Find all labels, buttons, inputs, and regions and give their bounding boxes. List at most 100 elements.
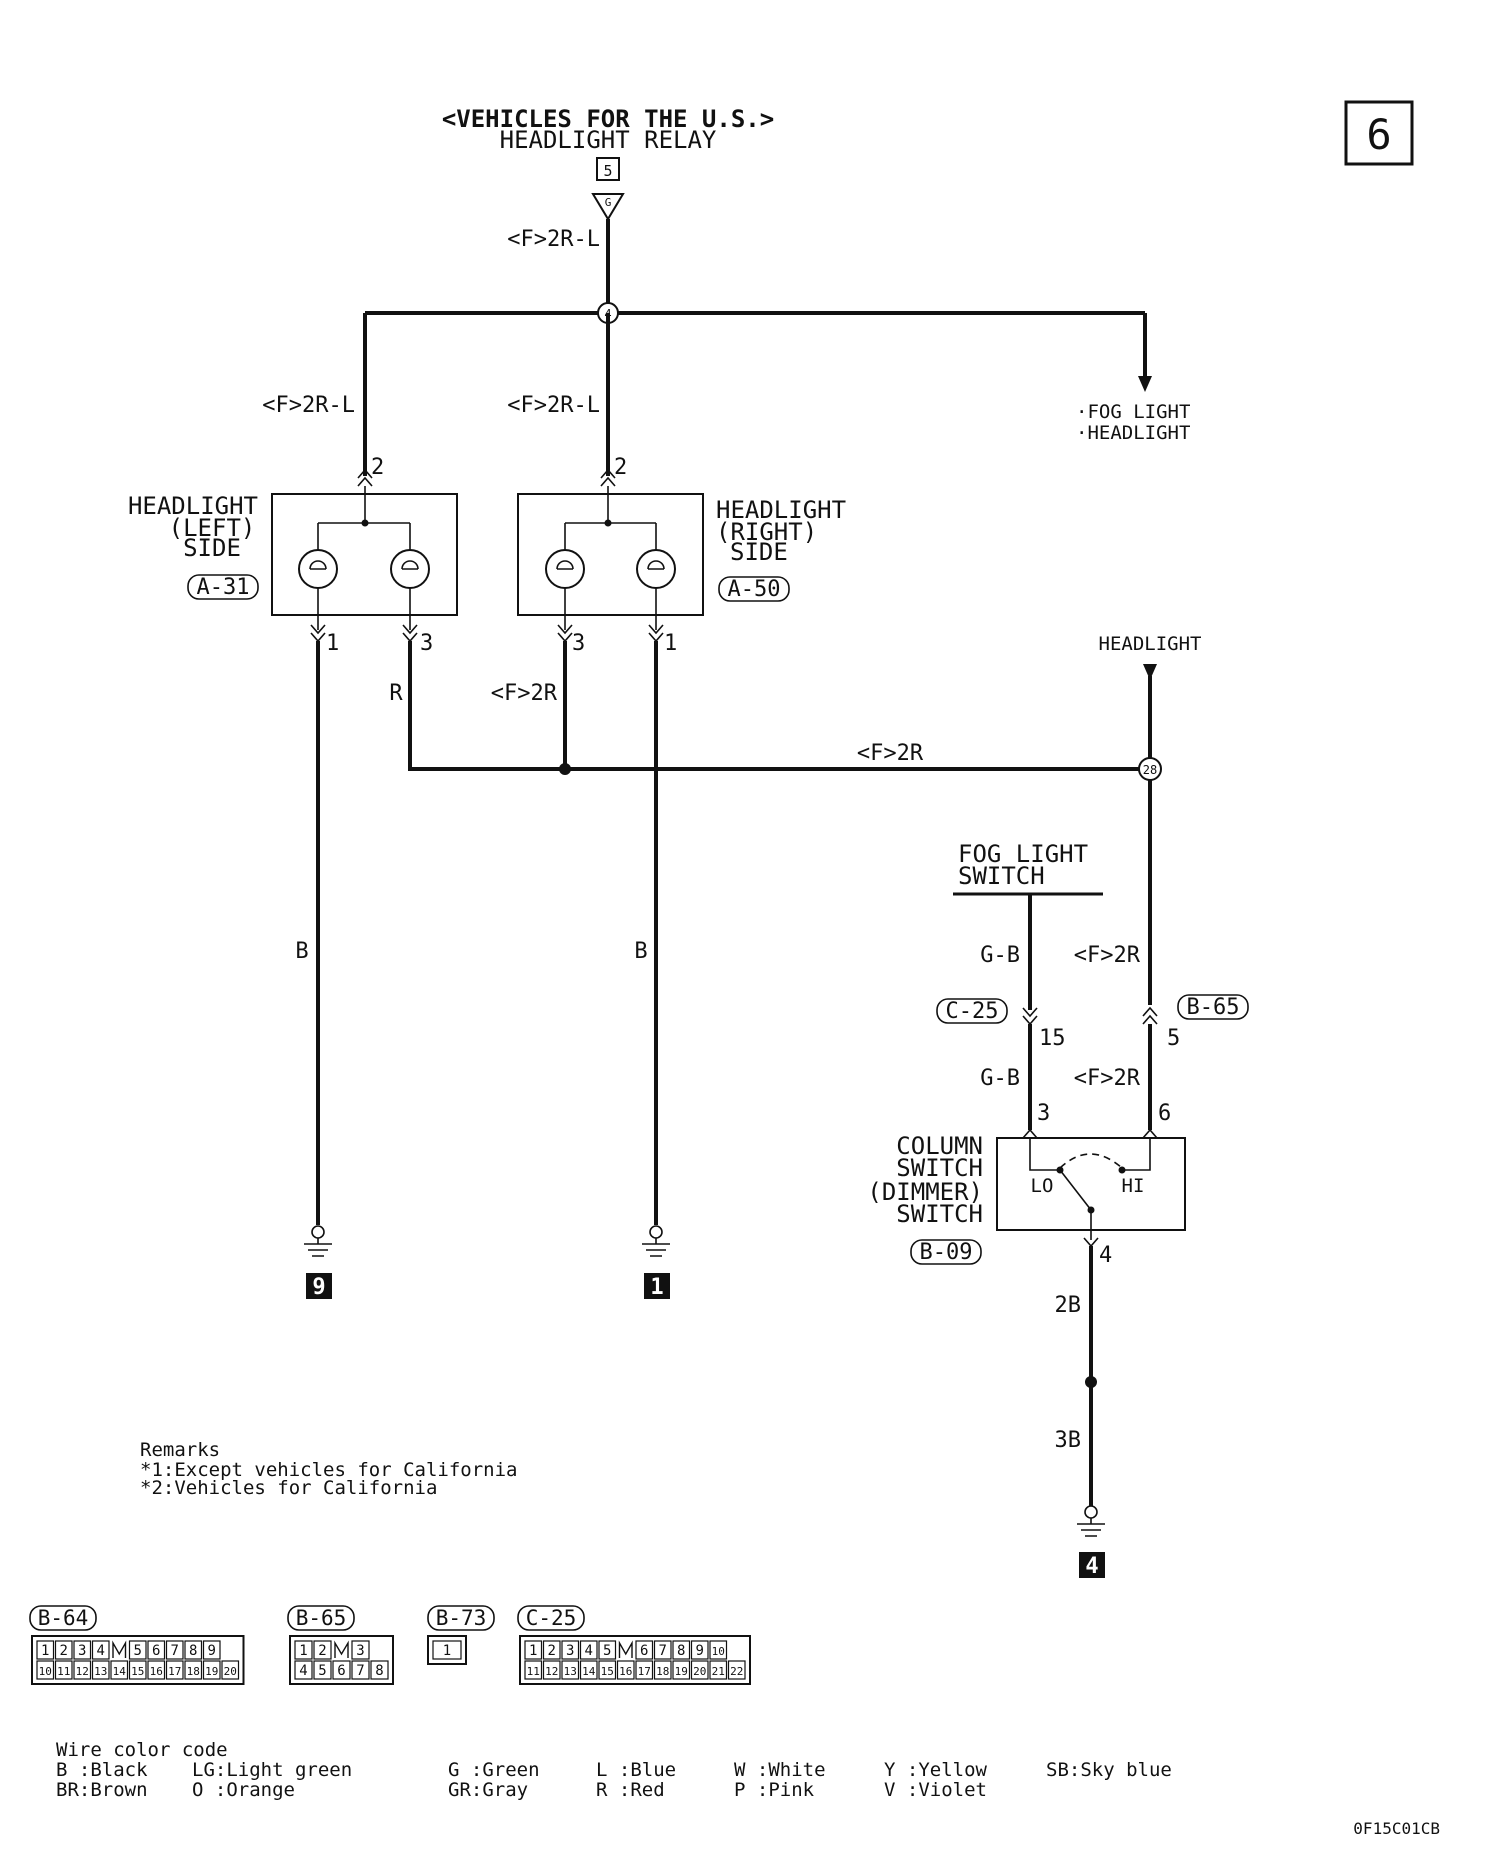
connector-pin-number: 19 — [675, 1665, 688, 1678]
column-pin-4: 4 — [1099, 1243, 1112, 1268]
connector-pin — [635, 1640, 654, 1660]
connector-pin-number: 2 — [318, 1643, 326, 1659]
connector-pin — [54, 1660, 73, 1680]
connector-pin-number: 12 — [545, 1665, 558, 1678]
fog-switch-name1: FOG LIGHT — [958, 840, 1088, 868]
connector-pin-number: 8 — [189, 1643, 197, 1659]
connector-pin — [616, 1660, 635, 1680]
connector-pin — [73, 1660, 92, 1680]
connector-pin-number: 7 — [659, 1643, 667, 1659]
connector-pin — [579, 1660, 598, 1680]
connector-pin-number: 17 — [168, 1665, 181, 1678]
connector-pin — [653, 1660, 672, 1680]
wire-label-fog-gb-lower: G-B — [980, 1066, 1020, 1091]
connector-b09-label: B-09 — [920, 1240, 973, 1265]
connector-pin — [672, 1640, 691, 1660]
connector-pin — [598, 1660, 617, 1680]
connector-pin-number: 1 — [299, 1643, 307, 1659]
connector-a50-label: A-50 — [728, 577, 781, 602]
connector-pin-number: 18 — [656, 1665, 669, 1678]
connector-pin — [165, 1640, 184, 1660]
connector-pin — [36, 1660, 55, 1680]
connector-view-label: C-25 — [526, 1606, 577, 1630]
color-code-title: Wire color code — [56, 1739, 228, 1761]
ground-right-icon — [1077, 1505, 1105, 1537]
ground-middle-badge — [644, 1273, 670, 1299]
connector-pin-number: 12 — [76, 1665, 89, 1678]
relay-terminal-triangle — [591, 193, 625, 221]
headlight-source-label: HEADLIGHT — [1099, 633, 1202, 655]
connector-c25-label: C-25 — [946, 999, 999, 1024]
connector-pin — [202, 1660, 221, 1680]
wire-label-fog-f2r-lower: <F>2R — [1074, 1066, 1141, 1091]
connector-pin-number: 11 — [527, 1665, 540, 1678]
color-code-entry: LG:Light green — [192, 1759, 352, 1781]
connector-pin — [313, 1640, 332, 1660]
branch-label-fog: ·FOG LIGHT — [1076, 401, 1190, 423]
connector-a31-label: A-31 — [197, 575, 250, 600]
remarks-line2: *2:Vehicles for California — [140, 1477, 437, 1499]
connector-pin — [128, 1660, 147, 1680]
connector-pin — [147, 1660, 166, 1680]
color-code-entry: W :White — [734, 1759, 826, 1781]
fog-switch-name2: SWITCH — [958, 862, 1045, 890]
connector-pin-number: 17 — [638, 1665, 651, 1678]
relay-title: HEADLIGHT RELAY — [500, 126, 717, 154]
connector-pin — [147, 1640, 166, 1660]
connector-pin — [672, 1660, 691, 1680]
wire-label-left-r: R — [389, 681, 403, 706]
headlight-right-side2: SIDE — [730, 538, 788, 566]
wire-label-fog-gb-upper: G-B — [980, 943, 1020, 968]
connector-c25-pin: 15 — [1039, 1026, 1066, 1051]
ground-left-number: 9 — [312, 1275, 325, 1300]
connector-pin — [110, 1660, 129, 1680]
wire-label-left-feed: <F>2R-L — [262, 393, 355, 418]
ground-right-badge — [1079, 1552, 1105, 1578]
remarks-line1: *1:Except vehicles for California — [140, 1459, 518, 1481]
connector-pin — [561, 1640, 580, 1660]
connector-pin — [542, 1660, 561, 1680]
connector-pin — [294, 1660, 313, 1680]
connector-pin — [73, 1640, 92, 1660]
right-pin-3: 3 — [572, 631, 585, 656]
page-number: 6 — [1366, 110, 1391, 159]
connector-pin-number: 9 — [696, 1643, 704, 1659]
ground-right-number: 4 — [1085, 1554, 1098, 1579]
connector-pin-number: 7 — [356, 1663, 364, 1679]
connector-view-badge — [287, 1605, 355, 1631]
connector-pin — [128, 1640, 147, 1660]
color-code-entry: GR:Gray — [448, 1779, 528, 1801]
connector-pin — [202, 1640, 221, 1660]
wire-label-fog-f2r-upper: <F>2R — [1074, 943, 1141, 968]
connector-pin-number: 1 — [443, 1643, 451, 1659]
connector-view-label: B-73 — [436, 1606, 487, 1630]
connector-pin-number: 2 — [60, 1643, 68, 1659]
connector-view-badge — [29, 1605, 97, 1631]
column-switch-name3: (DIMMER) — [867, 1178, 983, 1206]
connector-pin — [91, 1660, 110, 1680]
dimmer-lo: LO — [1031, 1175, 1054, 1197]
connector-pin — [294, 1640, 313, 1660]
connector-pin-number: 11 — [57, 1665, 70, 1678]
connector-pin — [91, 1640, 110, 1660]
connector-pin-number: 20 — [224, 1665, 237, 1678]
ground-left-icon — [304, 1225, 332, 1257]
color-code-entry: SB:Sky blue — [1046, 1759, 1172, 1781]
connector-view-label: B-64 — [38, 1606, 89, 1630]
page-number-box — [1344, 100, 1414, 166]
headlight-source-arrow-icon — [1143, 664, 1157, 680]
color-code-entry: BR:Brown — [56, 1779, 148, 1801]
color-code-entry: P :Pink — [734, 1779, 815, 1801]
connector-pin-number: 5 — [134, 1643, 142, 1659]
connector-pin — [690, 1640, 709, 1660]
ground-left-badge — [306, 1273, 332, 1299]
wire-label-right-f2r: <F>2R — [491, 681, 558, 706]
connector-pin — [524, 1640, 543, 1660]
connector-pin-number: 19 — [205, 1665, 218, 1678]
wire-label-2b: 2B — [1055, 1293, 1082, 1318]
wire-left-r — [408, 641, 1141, 771]
diagram-title: <VEHICLES FOR THE U.S.> — [442, 105, 774, 133]
connector-pin — [351, 1660, 370, 1680]
